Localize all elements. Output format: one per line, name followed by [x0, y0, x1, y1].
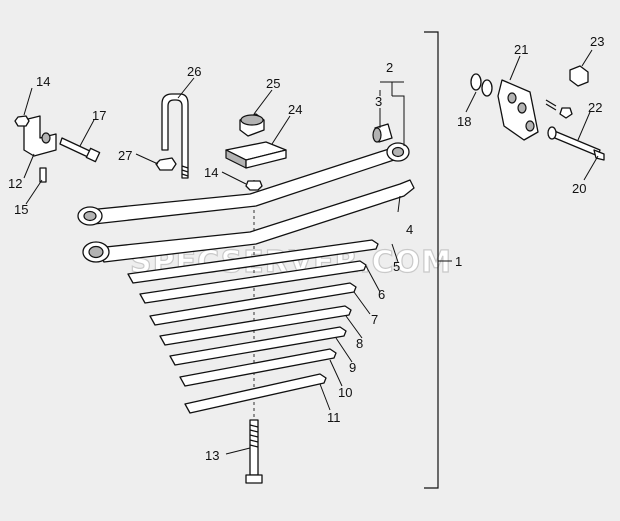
leader-15 — [25, 179, 43, 205]
leaf-6 — [139, 260, 367, 304]
leader-24 — [271, 115, 291, 145]
center-bolt-head — [245, 474, 263, 484]
washer-inner — [481, 79, 493, 97]
callout-15: 15 — [14, 202, 28, 217]
u-bolt-nut — [155, 157, 177, 171]
rear-shackle-hole-upper — [507, 92, 517, 104]
leader-7 — [353, 291, 371, 315]
leader-2-3 — [379, 81, 405, 146]
callout-21: 21 — [514, 42, 528, 57]
callout-17: 17 — [92, 108, 106, 123]
callout-2: 2 — [386, 60, 393, 75]
center-bolt-shank — [249, 419, 259, 476]
main-leaf-rear-bore — [391, 146, 405, 158]
leaf-4 — [95, 179, 415, 263]
leaf-10 — [179, 348, 337, 387]
callout-5: 5 — [393, 259, 400, 274]
leader-12 — [23, 153, 35, 179]
spacer-block — [569, 65, 589, 87]
leader-25 — [253, 89, 273, 115]
main-leaf-front-bore — [83, 210, 97, 222]
callout-8: 8 — [356, 336, 363, 351]
leader-20 — [583, 155, 599, 181]
shackle-pin — [549, 129, 601, 157]
leader-4 — [397, 195, 401, 213]
leader-11 — [319, 383, 331, 411]
callout-25: 25 — [266, 76, 280, 91]
assembly-bracket — [424, 31, 439, 489]
callout-13: 13 — [205, 448, 219, 463]
callout-3: 3 — [375, 94, 382, 109]
u-bolt-thread — [181, 165, 189, 177]
rear-shackle-hole-middle — [517, 102, 527, 114]
leaf-9 — [169, 326, 347, 366]
callout-23: 23 — [590, 34, 604, 49]
leader-22 — [577, 111, 591, 141]
shackle-pin-head — [547, 126, 557, 140]
callout-18: 18 — [457, 114, 471, 129]
callout-9: 9 — [349, 360, 356, 375]
leader-14-left — [23, 87, 33, 116]
shackle-nut — [559, 107, 573, 119]
callout-27: 27 — [118, 148, 132, 163]
callout-12: 12 — [8, 176, 22, 191]
leader-5 — [391, 243, 399, 263]
bump-stop-top — [240, 114, 264, 126]
callout-4: 4 — [406, 222, 413, 237]
leader-17 — [79, 119, 95, 147]
leaf-8 — [159, 305, 352, 346]
leaf-7 — [149, 282, 357, 326]
leader-18 — [465, 91, 477, 113]
callout-14-left: 14 — [36, 74, 50, 89]
leader-9 — [335, 337, 353, 363]
front-hanger-hole — [41, 132, 51, 144]
callout-26: 26 — [187, 64, 201, 79]
leader-23 — [581, 49, 593, 67]
leader-8 — [345, 315, 363, 339]
callout-11: 11 — [327, 410, 341, 425]
leader-6 — [365, 265, 381, 293]
leaf-4-eye-bore — [88, 245, 104, 259]
callout-7: 7 — [371, 312, 378, 327]
cotter-pin — [545, 99, 557, 111]
callout-10: 10 — [338, 385, 352, 400]
bushing-face — [372, 127, 382, 143]
front-pin-bolt-head — [85, 147, 101, 163]
grease-fitting — [593, 149, 605, 161]
leader-14-center — [221, 171, 247, 185]
spring-seat-front — [245, 149, 287, 169]
leader-26 — [177, 77, 195, 99]
front-hanger-nut — [14, 115, 30, 127]
callout-1: 1 — [455, 254, 462, 269]
rear-shackle-hole-lower — [525, 120, 535, 132]
leader-13 — [225, 447, 251, 455]
leader-21 — [509, 55, 521, 81]
leaf-11 — [184, 373, 327, 414]
leader-10 — [329, 359, 343, 387]
washer-outer — [470, 73, 482, 91]
u-bolt — [161, 93, 189, 179]
leader-27 — [135, 153, 159, 165]
hanger-bolt — [39, 167, 47, 183]
callout-20: 20 — [572, 181, 586, 196]
leaf-5 — [127, 239, 379, 284]
callout-22: 22 — [588, 100, 602, 115]
callout-6: 6 — [378, 287, 385, 302]
center-nut — [245, 180, 263, 191]
callout-24: 24 — [288, 102, 302, 117]
center-bolt-thread — [249, 424, 259, 448]
front-hanger — [23, 115, 57, 157]
callout-14-center: 14 — [204, 165, 218, 180]
